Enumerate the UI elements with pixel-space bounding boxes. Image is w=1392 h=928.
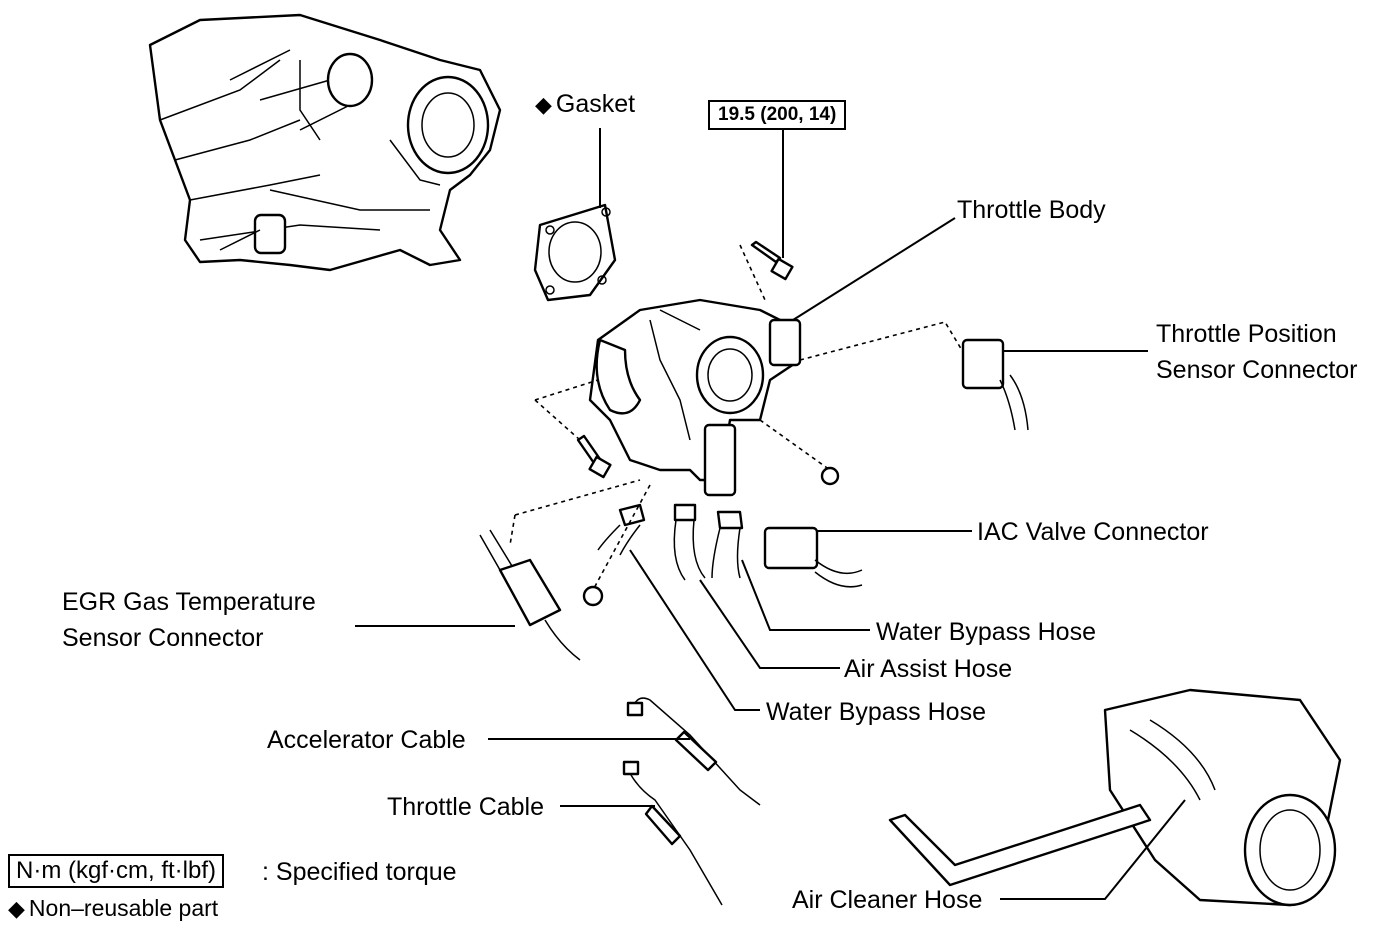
- air-assist-hose-label: Air Assist Hose: [844, 655, 1013, 683]
- legend-diamond-icon: ◆: [8, 896, 25, 921]
- legend-torque-unit-box: N·m (kgf·cm, ft·lbf): [8, 854, 224, 888]
- intake-manifold-drawing: [148, 13, 502, 272]
- legend-nonreusable: ◆Non–reusable part: [8, 893, 218, 924]
- iac-valve-connector-label: IAC Valve Connector: [977, 518, 1209, 546]
- iac-connector-drawing: [763, 526, 863, 588]
- assembly-dashed-lines: [509, 244, 964, 591]
- gasket-label: ◆Gasket: [535, 89, 635, 120]
- tps-connector-drawing: [961, 338, 1029, 431]
- torque-spec-box: 19.5 (200, 14): [708, 100, 847, 130]
- egr-connector-drawing: [479, 529, 581, 661]
- egr-sensor-label-line1: EGR Gas Temperature: [62, 588, 316, 616]
- accelerator-cable-label: Accelerator Cable: [267, 726, 466, 754]
- hose-drawings: [597, 503, 744, 581]
- air-cleaner-hose-drawing: [888, 688, 1342, 907]
- legend-nonreusable-text: Non–reusable part: [28, 895, 219, 921]
- tps-connector-label-line2: Sensor Connector: [1156, 356, 1358, 384]
- legend-torque-desc: : Specified torque: [262, 858, 457, 886]
- air-cleaner-hose-label: Air Cleaner Hose: [792, 886, 983, 914]
- nonreusable-diamond-icon: ◆: [535, 92, 552, 117]
- bolt-drawing: [750, 240, 794, 281]
- fastener-drawings: [576, 434, 840, 607]
- cable-drawings: [622, 697, 761, 906]
- egr-sensor-label-line2: Sensor Connector: [62, 624, 264, 652]
- tps-connector-label-line1: Throttle Position: [1156, 320, 1337, 348]
- throttle-body-drawing: [588, 298, 802, 497]
- leader-lines: [355, 126, 1186, 900]
- throttle-cable-label: Throttle Cable: [387, 793, 545, 821]
- gasket-label-text: Gasket: [555, 90, 636, 118]
- throttle-body-label: Throttle Body: [957, 196, 1106, 224]
- water-bypass-hose-label-1: Water Bypass Hose: [876, 618, 1096, 646]
- water-bypass-hose-label-2: Water Bypass Hose: [766, 698, 986, 726]
- gasket-drawing: [533, 203, 617, 302]
